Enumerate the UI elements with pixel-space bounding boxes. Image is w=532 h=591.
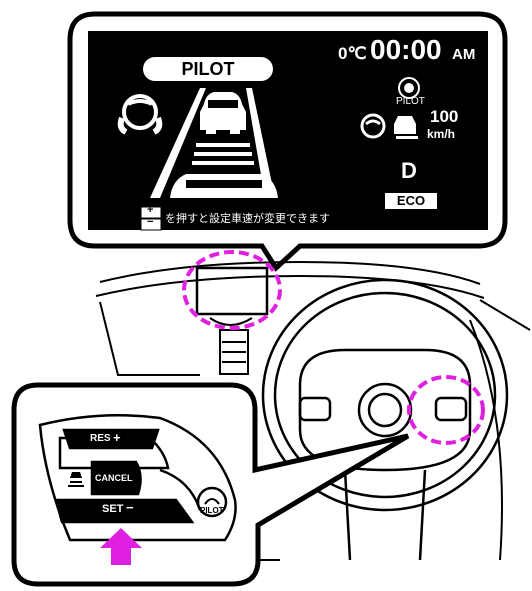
highlight-marks [182,250,485,445]
distance-button-icon [68,472,84,487]
set-label: SET [102,503,124,515]
plus-minus-key-icon [140,206,162,231]
set-speed-value: 100 [430,107,459,126]
temperature-readout: 0℃ [338,44,367,63]
car-small-icon [394,116,418,139]
cancel-label: CANCEL [95,473,133,483]
hint-text: を押すと設定車速が変更できます [165,212,330,225]
own-car-icon [170,174,278,198]
propilot-small-icon [398,77,420,99]
front-car-icon [200,92,246,134]
display-highlight [182,250,282,330]
set-button[interactable] [54,498,195,524]
res-button[interactable] [62,428,160,450]
pilot-button[interactable] [196,486,228,518]
hint-plus-sign: + [147,204,154,216]
cancel-button[interactable] [90,460,142,496]
hint-minus-sign: − [147,216,154,228]
pilot-button-label: PILOT [200,506,224,515]
steering-assist-icon [117,94,163,135]
gear-indicator: D [401,158,417,183]
res-label: RES [90,433,111,444]
drive-mode-badge: ECO [385,193,437,209]
clock-readout: 00:00 [370,34,442,65]
distance-bars [192,143,254,165]
press-arrow-icon [100,528,142,565]
switch-detail [38,413,237,542]
set-sign: − [126,500,134,515]
steering-small-icon [360,113,386,139]
pilot-banner: PILOT [143,57,273,81]
clock-ampm: AM [452,46,476,63]
set-speed-unit: km/h [427,127,456,141]
propilot-icon-label: PILOT [396,96,425,107]
lane-graphic [150,88,278,198]
switch-highlight [407,375,485,445]
res-sign: + [113,430,121,445]
